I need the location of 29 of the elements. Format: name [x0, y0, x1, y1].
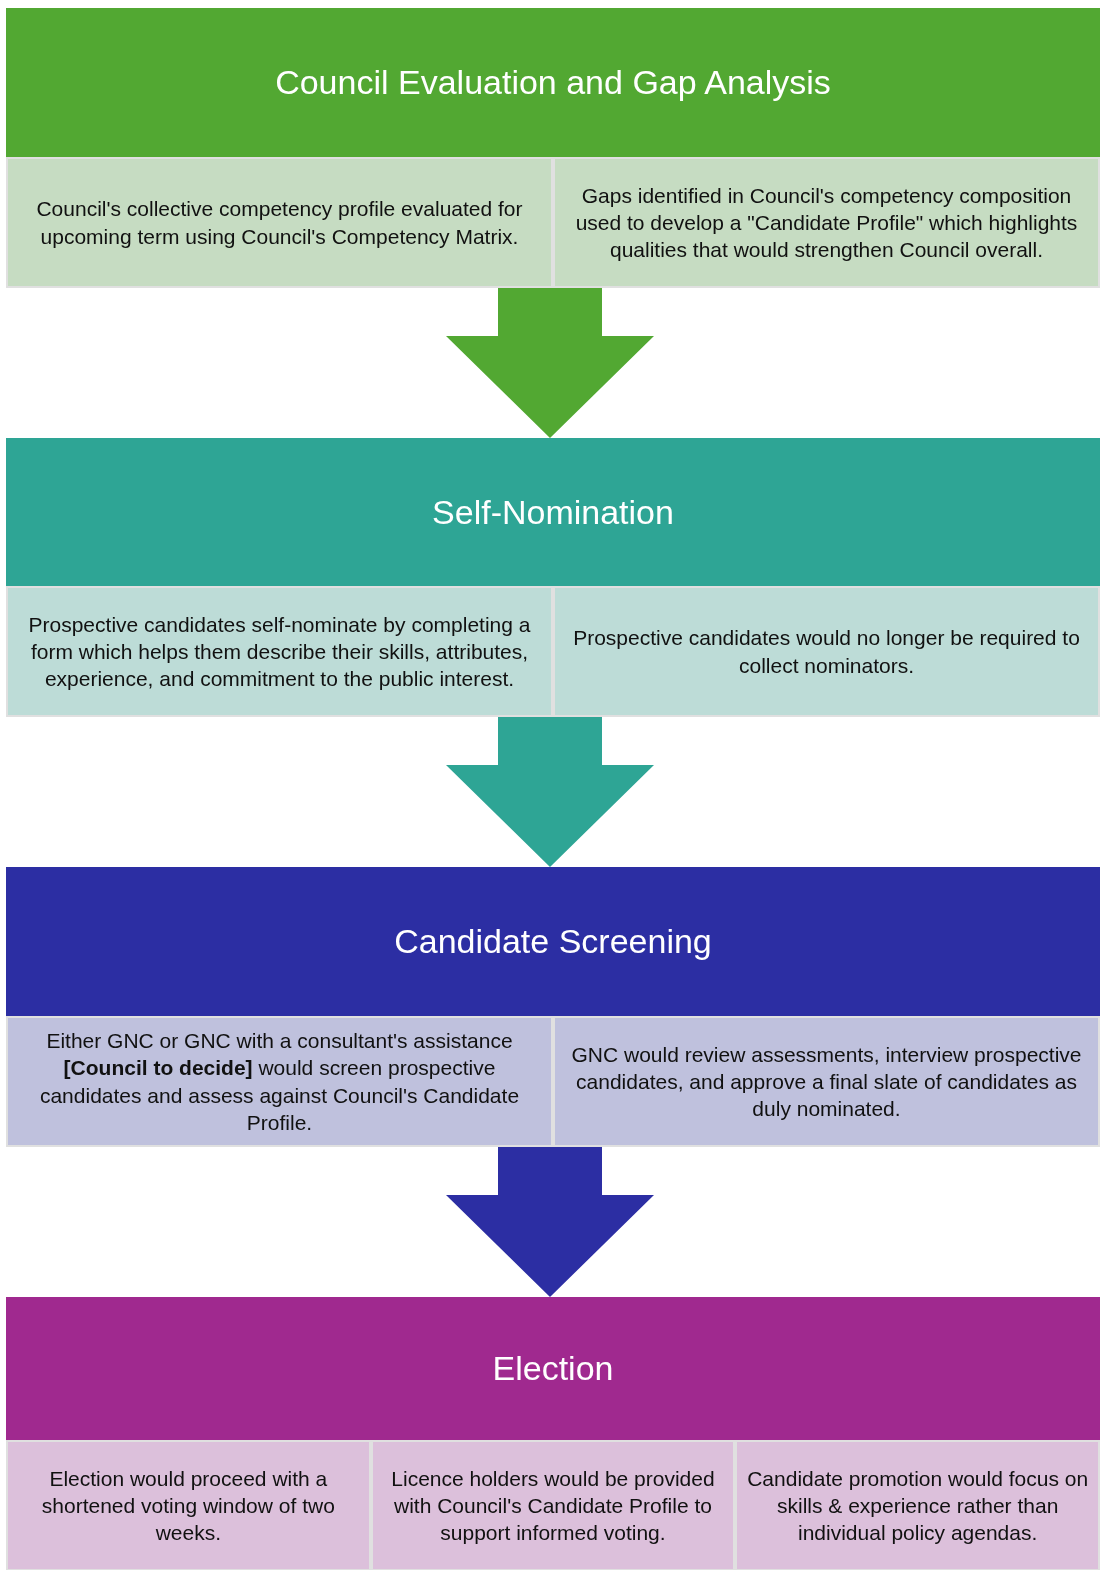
- description-box: [6, 586, 553, 717]
- description-box: [553, 157, 1100, 288]
- description-box: [6, 157, 553, 288]
- stage-title: Self-Nomination: [6, 438, 1100, 586]
- description-text: Either GNC or GNC with a consultant's assistance [Council to decide] would screen prospective candidates and assess against Council's Candidate Profile.: [38, 1027, 521, 1136]
- description-text: Licence holders would be provided with Council's Candidate Profile to support informed voting.: [390, 1465, 716, 1547]
- description-box: [370, 1440, 736, 1570]
- description-text: Gaps identified in Council's competency composition used to develop a "Candidate Profile" which highlights qualities that would strengthen Council overall.: [574, 182, 1079, 264]
- description-text: GNC would review assessments, interview prospective candidates, and approve a final slate of candidates as duly nominated.: [570, 1041, 1083, 1123]
- description-box: [6, 1440, 371, 1570]
- stage-panel: [6, 1297, 1100, 1570]
- block-arrow: [446, 1147, 654, 1297]
- stage-title: Election: [6, 1297, 1100, 1440]
- description-text: Prospective candidates would no longer be required to collect nominators.: [572, 625, 1081, 679]
- description-text: Election would proceed with a shortened voting window of two weeks.: [40, 1465, 336, 1547]
- stage-panel: [6, 438, 1100, 717]
- description-text: Prospective candidates self-nominate by completing a form which helps them describe their skills, attributes, experience, and commitment to the public interest.: [27, 611, 532, 693]
- description-text: Candidate promotion would focus on skills & experience rather than individual policy agendas.: [746, 1465, 1090, 1547]
- stage-title: Candidate Screening: [6, 867, 1100, 1016]
- stage-panel: [6, 867, 1100, 1147]
- block-arrow: [446, 288, 654, 438]
- description-text: Council's collective competency profile evaluated for upcoming term using Council's Competency Matrix.: [35, 196, 524, 250]
- stage-title: Council Evaluation and Gap Analysis: [6, 8, 1100, 157]
- description-box: [553, 586, 1100, 717]
- description-box: [553, 1016, 1100, 1147]
- description-box: [6, 1016, 553, 1147]
- description-box: [735, 1440, 1100, 1570]
- stage-panel: [6, 8, 1100, 288]
- block-arrow: [446, 717, 654, 867]
